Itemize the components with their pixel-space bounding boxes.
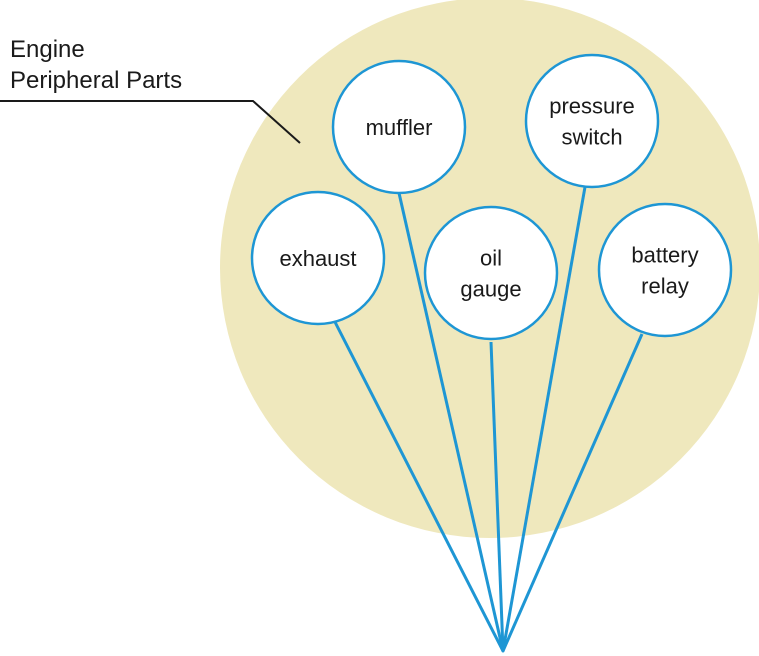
node-label-battery-relay-line-2: relay — [641, 274, 689, 299]
node-oil-gauge: oil gauge — [423, 205, 559, 341]
node-circle-oil-gauge — [423, 205, 559, 341]
node-label-muffler: muffler — [366, 115, 433, 140]
connector-line-battery-relay — [501, 333, 644, 652]
node-exhaust: exhaust — [250, 190, 386, 326]
node-label-pressure-switch-line-2: switch — [561, 125, 622, 150]
node-circle-battery-relay — [597, 202, 733, 338]
connector-apex — [501, 649, 505, 653]
node-label-pressure-switch-line-1: pressure — [549, 94, 635, 119]
node-label-oil-gauge-line-1: oil — [480, 246, 502, 271]
connector-line-oil-gauge — [489, 341, 505, 652]
node-circle-exhaust — [250, 190, 386, 326]
title-line-1: Engine — [10, 36, 85, 63]
node-circle-pressure-switch — [524, 53, 660, 189]
node-label-battery-relay-line-1: battery — [631, 243, 698, 268]
node-battery-relay: battery relay — [597, 202, 733, 338]
title-leader-line — [0, 100, 301, 144]
connector-line-muffler — [397, 192, 505, 652]
connector-line-exhaust — [333, 321, 505, 652]
node-pressure-switch: pressure switch — [524, 53, 660, 189]
connector-line-pressure-switch — [501, 186, 587, 652]
title-line-2: Peripheral Parts — [10, 67, 182, 94]
node-circle-muffler — [331, 59, 467, 195]
node-label-exhaust: exhaust — [279, 246, 356, 271]
node-muffler: muffler — [331, 59, 467, 195]
part-nodes: muffler pressure switch exhaust oil gauge batt… — [250, 53, 733, 341]
node-label-oil-gauge-line-2: gauge — [460, 277, 521, 302]
connector-lines — [333, 186, 644, 653]
